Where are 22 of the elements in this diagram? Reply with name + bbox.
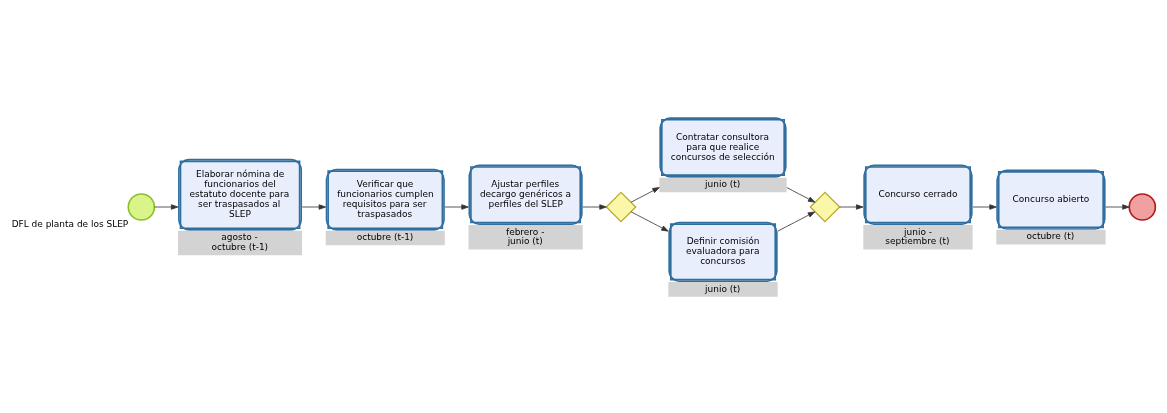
node-diamond (605, 190, 637, 223)
arrow (1105, 203, 1130, 210)
arrow (301, 203, 327, 210)
arrow (630, 186, 660, 203)
node-label: DFL de planta de los SLEP (11, 218, 129, 229)
arrow (630, 210, 669, 232)
node-label: febrero - junio (t) (506, 226, 545, 246)
arrow (786, 186, 816, 203)
node-circle (127, 192, 156, 221)
node-label: junio (t) (705, 178, 741, 189)
node-circle (1128, 192, 1157, 221)
arrow (154, 203, 179, 210)
node-label: junio - septiembre (t) (885, 226, 950, 246)
node-label: agosto - octubre (t-1) (211, 231, 269, 252)
arrow (777, 211, 816, 231)
node-label: octubre (t) (1026, 230, 1075, 241)
arrow (839, 203, 864, 210)
arrow (972, 203, 997, 210)
node-label: junio (t) (705, 283, 741, 294)
arrow (582, 203, 607, 210)
node-label: octubre (t-1) (356, 231, 414, 242)
arrow (444, 203, 469, 210)
